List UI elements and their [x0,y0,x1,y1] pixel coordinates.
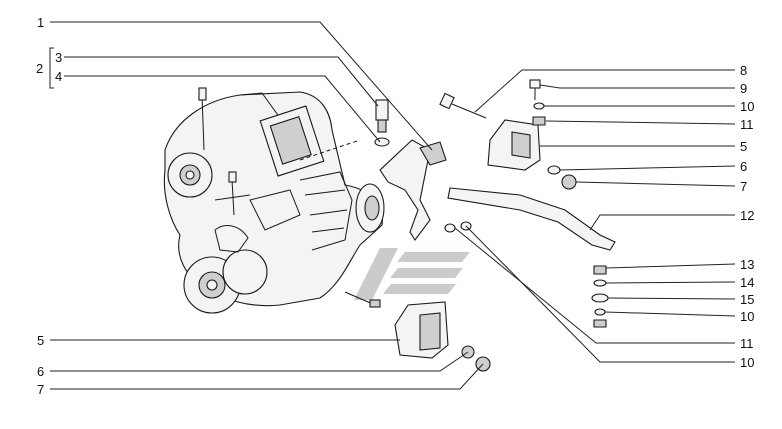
callout-label: 4 [55,69,62,84]
callout-label: 10 [740,309,754,324]
crossmember [447,187,616,251]
bolt-9 [529,79,541,100]
callout-label: 1 [37,15,44,30]
rubber-mount-lower [394,301,449,359]
callout-label: 6 [740,159,747,174]
callout-label: 15 [740,292,754,307]
callout-label: 11 [740,117,754,132]
callout-label: 7 [37,382,44,397]
rubber-mount-upper [487,119,541,171]
callout-label: 10 [740,355,754,370]
callout-label: 11 [740,336,754,351]
bolt-8 [439,92,487,119]
callout-label: 13 [740,257,754,272]
transfer-case-assembly [163,87,385,314]
right-callout-leaders [454,69,736,363]
callout-label: 3 [55,50,62,65]
callout-label: 6 [37,364,44,379]
callout-label: 12 [740,208,754,223]
right-callout-labels: 8 9 10 11 5 6 7 12 13 14 15 10 11 10 [740,63,754,370]
mounting-bracket [379,139,447,241]
watermark-logo [354,248,470,300]
left-callout-leaders [49,21,484,390]
callout-label: 5 [740,139,747,154]
left-callout-labels: 1 2 3 4 5 6 7 [36,15,62,397]
callout-label: 7 [740,179,747,194]
callout-label: 14 [740,275,754,290]
callout-label: 2 [36,61,43,76]
callout-label: 9 [740,81,747,96]
callout-label: 5 [37,333,44,348]
callout-label: 10 [740,99,754,114]
callout-label: 8 [740,63,747,78]
sensor-switch [374,99,390,147]
